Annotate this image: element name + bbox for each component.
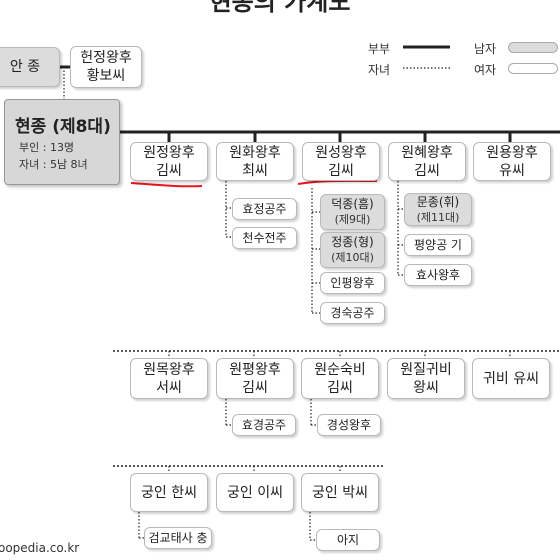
king-consorts: 부인 : 13명 — [19, 141, 75, 154]
legend-spouse-label: 부부 — [368, 42, 391, 56]
palace-woman-box: 궁인 이씨 — [216, 473, 294, 512]
mother-box: 헌정왕후 황보씨 — [70, 46, 142, 88]
father-name: 안 종 — [9, 59, 41, 75]
child-box: 평양공 기 — [404, 234, 472, 256]
legend-female-label: 여자 — [474, 63, 497, 77]
legend-female-swatch — [508, 63, 558, 74]
child-box: 경숙공주 — [320, 302, 385, 324]
child-box: 효경공주 — [232, 414, 296, 436]
child-box: 경성왕후 — [317, 414, 381, 436]
child-box: 덕종(흠)(제9대) — [320, 194, 385, 230]
child-box: 인평왕후 — [320, 272, 385, 294]
child-box: 효정공주 — [232, 198, 297, 220]
red-underline-right — [297, 179, 378, 185]
child-box: 천수전주 — [232, 227, 297, 249]
consort-box: 귀비 유씨 — [472, 358, 550, 399]
child-box: 효사왕후 — [404, 264, 472, 286]
king-children: 자녀 : 5남 8녀 — [19, 158, 88, 171]
legend-male-label: 남자 — [474, 42, 497, 56]
child-box: 아지 — [316, 529, 380, 551]
king-name: 현종 (제8대) — [15, 117, 111, 137]
legend-child-label: 자녀 — [368, 63, 391, 77]
legend-male-swatch — [508, 42, 558, 53]
child-box: 검교태사 충 — [144, 527, 212, 549]
father-box: 안 종 — [0, 47, 60, 87]
palace-woman-box: 궁인 박씨 — [301, 473, 379, 512]
source-credit: oopedia.co.kr — [0, 541, 80, 555]
red-underline-left — [130, 182, 203, 188]
child-box: 정종(형)(제10대) — [320, 232, 385, 268]
child-box: 문종(휘)(제11대) — [404, 193, 472, 226]
palace-woman-box: 궁인 한씨 — [130, 473, 208, 512]
king-box: 현종 (제8대) 부인 : 13명 자녀 : 5남 8녀 — [4, 99, 120, 185]
diagram-title: 현종의 가계도 — [209, 0, 351, 16]
